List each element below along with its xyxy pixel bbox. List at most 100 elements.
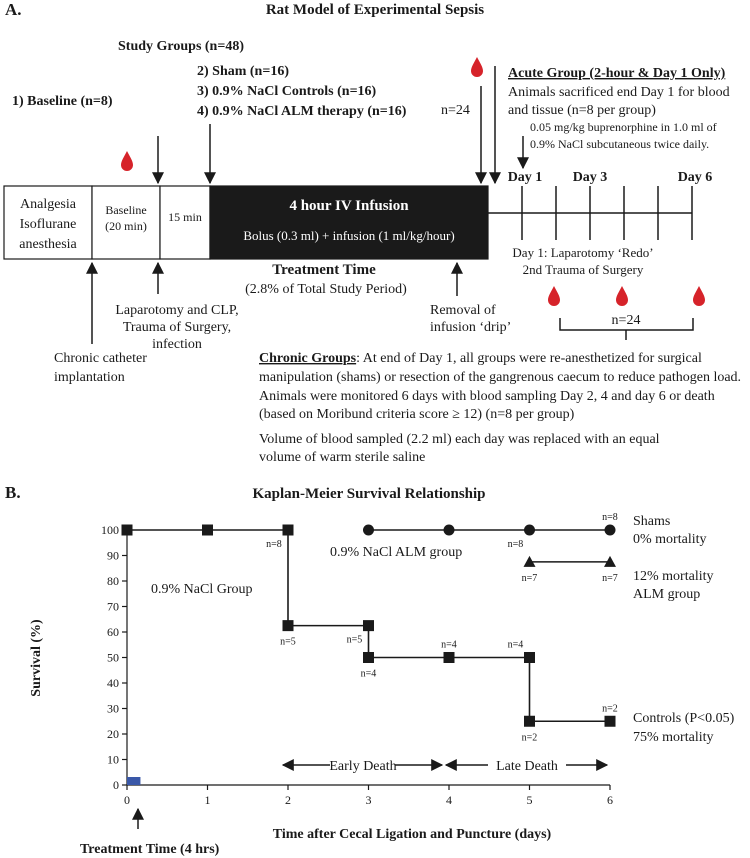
fifteen-min-text: 15 min — [168, 210, 202, 224]
data-point-square — [121, 524, 133, 536]
analgesia-text-1: Analgesia — [20, 197, 77, 212]
blood-drop-icon — [693, 286, 705, 306]
blood-drop-icon — [616, 286, 628, 306]
data-point-circle — [363, 524, 374, 536]
catheter-text-2: implantation — [54, 370, 125, 385]
x-tick-label: 1 — [205, 793, 211, 807]
laparotomy-text-3: infection — [152, 337, 202, 352]
alm-mortality-2: ALM group — [633, 587, 700, 602]
laparotomy-redo-2: 2nd Trauma of Surgery — [523, 262, 644, 277]
group-nacl-controls: 3) 0.9% NaCl Controls (n=16) — [197, 84, 377, 99]
n-annotation: n=5 — [280, 637, 296, 648]
chronic-line-3: Animals were monitored 6 days with blood… — [259, 389, 715, 404]
baseline-box — [91, 185, 161, 260]
x-tick-label: 0 — [124, 793, 130, 807]
analgesia-box — [3, 185, 93, 260]
shams-label-1: Shams — [633, 514, 670, 529]
panel-b-label: B. — [5, 483, 21, 502]
data-point-circle — [443, 524, 455, 536]
infusion-title: 4 hour IV Infusion — [289, 198, 409, 214]
treatment-bar — [127, 777, 141, 785]
x-tick-label: 4 — [446, 793, 452, 807]
laparotomy-text-1: Laparotomy and CLP, — [115, 303, 238, 318]
infusion-box — [209, 185, 489, 260]
panel-a-title: Rat Model of Experimental Sepsis — [266, 2, 484, 18]
chronic-line-1: Chronic Groups: At end of Day 1, all gro… — [259, 351, 702, 366]
analgesia-text-3: anesthesia — [19, 237, 77, 252]
acute-line-1: Animals sacrificed end Day 1 for blood — [508, 85, 730, 100]
y-tick-label: 30 — [107, 702, 119, 716]
y-axis-label: Survival (%) — [29, 619, 44, 697]
blood-drop-icon — [548, 286, 560, 306]
y-tick-label: 50 — [107, 651, 119, 665]
chart-title: Kaplan-Meier Survival Relationship — [252, 486, 485, 502]
x-tick-label: 2 — [285, 793, 291, 807]
acute-group-title: Acute Group (2-hour & Day 1 Only) — [508, 66, 726, 81]
shams-label-2: 0% mortality — [633, 532, 707, 547]
catheter-text-1: Chronic catheter — [54, 351, 147, 366]
panel-a-label: A. — [5, 0, 22, 19]
blood-drop-icon — [121, 151, 133, 171]
group-baseline: 1) Baseline (n=8) — [12, 94, 113, 109]
n-annotation: n=4 — [508, 640, 524, 651]
buprenorphine-line-1: 0.05 mg/kg buprenorphine in 1.0 ml of — [530, 120, 717, 134]
n-annotation: n=2 — [602, 703, 618, 714]
chronic-line-2: manipulation (shams) or resection of the… — [259, 370, 741, 385]
nacl-group-label: 0.9% NaCl Group — [151, 582, 253, 597]
fifteen-min-box — [159, 185, 211, 260]
data-point-circle — [604, 524, 616, 536]
removal-text-1: Removal of — [430, 303, 496, 318]
study-groups-heading: Study Groups (n=48) — [118, 39, 244, 54]
controls-label-2: 75% mortality — [633, 730, 714, 745]
n24-top: n=24 — [441, 103, 470, 118]
y-tick-label: 20 — [107, 727, 119, 741]
data-point-square — [443, 652, 455, 663]
chronic-line-4: (based on Moribund criteria score ≥ 12) … — [259, 407, 575, 422]
group-sham: 2) Sham (n=16) — [197, 64, 289, 79]
data-point-triangle — [604, 555, 616, 567]
day-ticks — [521, 186, 693, 240]
x-tick-label: 6 — [607, 793, 613, 807]
series-line — [127, 529, 610, 723]
n-annotation: n=7 — [522, 573, 538, 584]
data-point-square — [202, 524, 213, 536]
chronic-title: Chronic Groups — [259, 351, 357, 366]
y-tick-label: 10 — [107, 753, 119, 767]
y-tick-label: 80 — [107, 574, 119, 588]
n-annotation: n=4 — [361, 669, 377, 680]
late-death-label: Late Death — [496, 759, 558, 774]
laparotomy-redo-1: Day 1: Laparotomy ‘Redo’ — [512, 245, 653, 260]
n-annotation: n=8 — [266, 539, 282, 550]
volume-line-2: volume of warm sterile saline — [259, 450, 425, 465]
n-annotation: n=8 — [508, 539, 524, 550]
analgesia-text-2: Isoflurane — [20, 217, 77, 232]
laparotomy-text-2: Trauma of Surgery, — [123, 320, 231, 335]
y-tick-label: 90 — [107, 549, 119, 563]
removal-text-2: infusion ‘drip’ — [430, 320, 511, 335]
day-6-label: Day 6 — [678, 170, 713, 185]
chronic-line-1-text: : At end of Day 1, all groups were re-an… — [356, 351, 702, 366]
group-nacl-alm: 4) 0.9% NaCl ALM therapy (n=16) — [197, 104, 407, 119]
blood-drop-icon — [471, 57, 483, 77]
data-point-square — [282, 620, 294, 632]
n24-bottom: n=24 — [612, 313, 641, 328]
treatment-time-4hrs: Treatment Time (4 hrs) — [80, 842, 220, 857]
survival-series — [121, 524, 616, 727]
treatment-time-label: Treatment Time — [272, 262, 376, 278]
data-point-square — [363, 652, 374, 663]
data-point-square — [604, 715, 616, 727]
y-tick-label: 40 — [107, 676, 119, 690]
y-tick-label: 60 — [107, 625, 119, 639]
n-annotation: n=4 — [441, 640, 457, 651]
baseline-text-1: Baseline — [105, 203, 146, 217]
day-1-label: Day 1 — [508, 170, 543, 185]
data-point-circle — [524, 524, 535, 536]
n-annotation: n=2 — [522, 732, 538, 743]
data-point-square — [363, 620, 374, 632]
data-point-triangle — [523, 555, 536, 567]
n-annotation: n=7 — [602, 573, 618, 584]
